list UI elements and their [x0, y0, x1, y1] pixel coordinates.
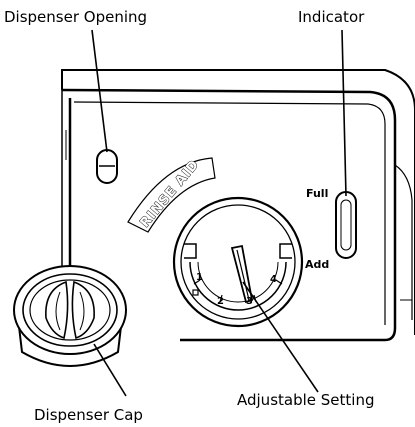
dial-number-4: 4 [270, 274, 277, 285]
indicator-window [335, 191, 357, 259]
dial-number-3: 3 [246, 296, 253, 307]
dispenser-cap [13, 265, 127, 367]
full-label: Full [306, 187, 328, 200]
dispenser-cap-label: Dispenser Cap [34, 406, 143, 424]
adjustable-setting-leader [242, 281, 319, 393]
adjustable-setting-label: Adjustable Setting [237, 391, 374, 409]
add-label: Add [305, 258, 329, 271]
dispenser-opening-leader [91, 29, 108, 153]
dispenser-cap-leader [93, 343, 127, 397]
indicator-leader [341, 29, 347, 197]
indicator-label: Indicator [298, 8, 365, 26]
adjustable-setting-dial [172, 196, 304, 328]
dispenser-opening-label: Dispenser Opening [4, 8, 147, 26]
dial-number-2: 2 [217, 296, 224, 307]
dial-number-1: 1 [196, 272, 203, 283]
